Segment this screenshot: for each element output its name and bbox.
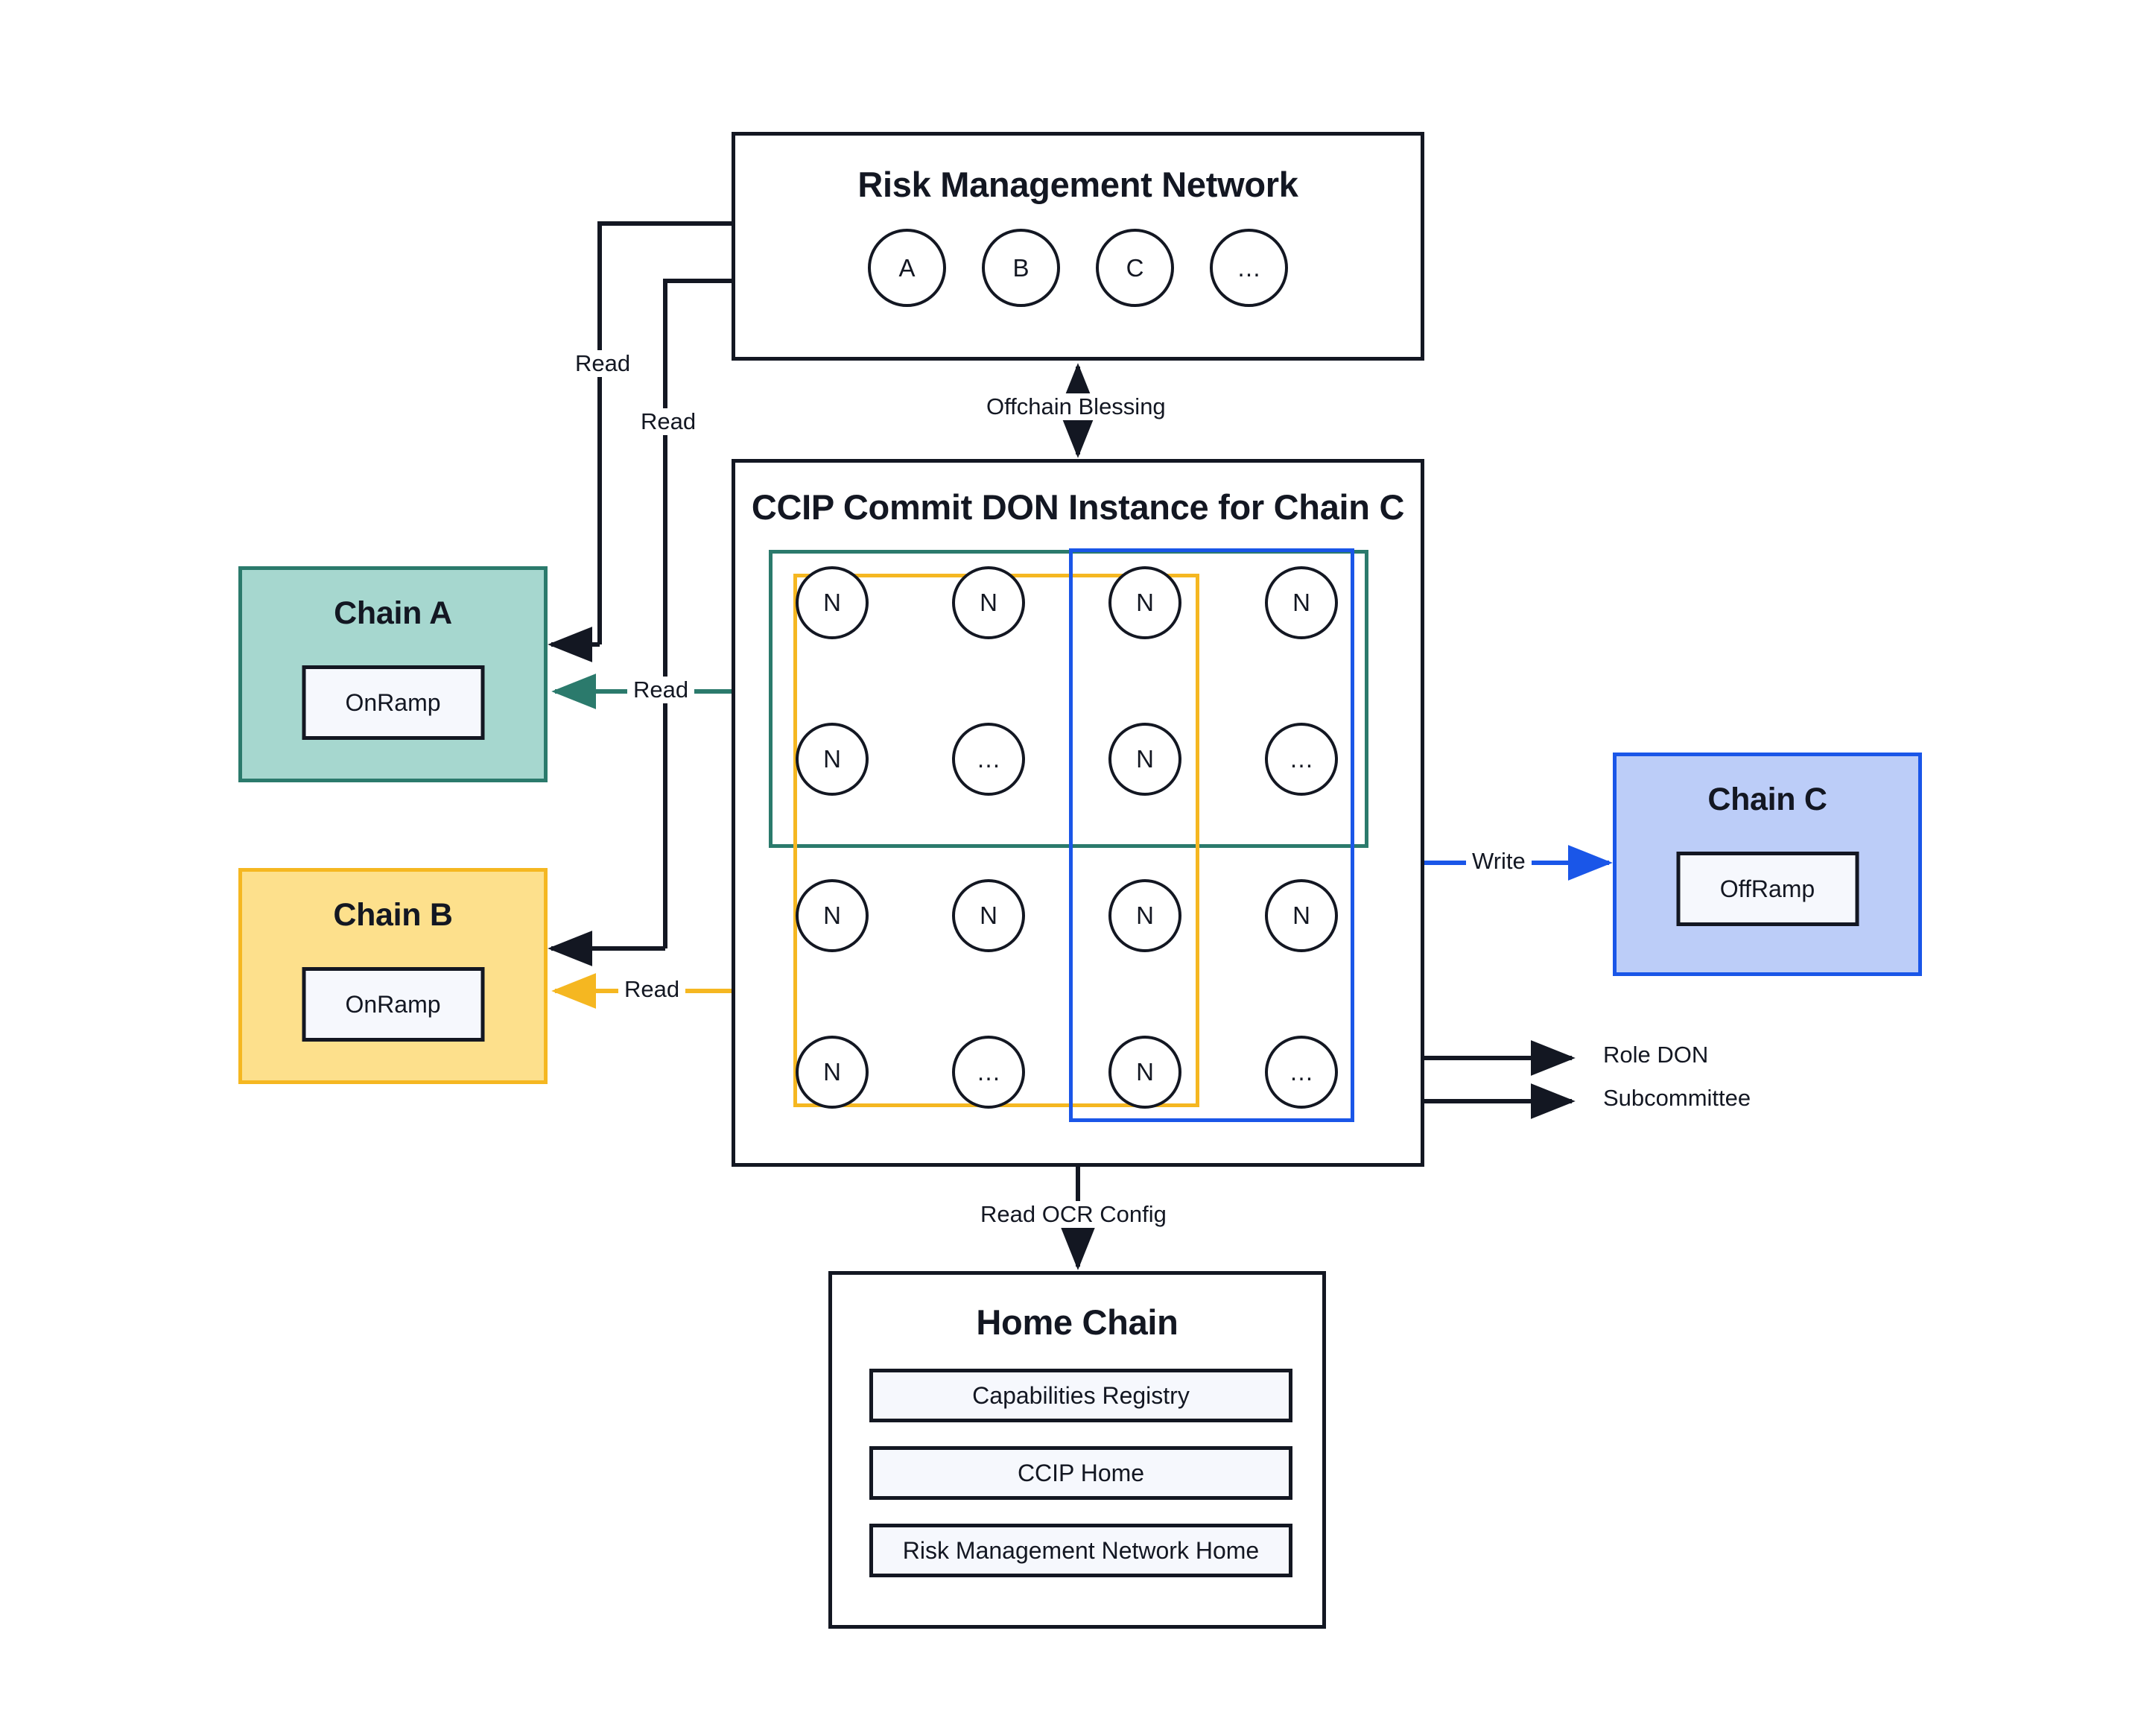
home-chain-contract-rmn-home: Risk Management Network Home: [869, 1524, 1292, 1577]
chain-c-title: Chain C: [1707, 782, 1827, 817]
chain-b-onramp: OnRamp: [302, 967, 484, 1042]
subcommittee-group-blue: [1069, 548, 1354, 1122]
chain-b-box: Chain B OnRamp: [238, 868, 548, 1084]
label-rmn-read-chain-b: Read: [635, 408, 702, 435]
don-node: N: [796, 1036, 869, 1109]
don-node: N: [1108, 879, 1181, 952]
label-rmn-read-chain-a: Read: [569, 350, 637, 377]
don-node: N: [952, 879, 1025, 952]
don-node: N: [796, 723, 869, 796]
don-node: N: [1265, 566, 1338, 639]
label-offchain-blessing: Offchain Blessing: [980, 393, 1172, 420]
don-node: N: [952, 566, 1025, 639]
rmn-node: B: [982, 229, 1060, 307]
don-node: N: [1108, 723, 1181, 796]
don-node: N: [1265, 879, 1338, 952]
legend-subcommittee-label: Subcommittee: [1603, 1085, 1751, 1111]
don-node: …: [1265, 1036, 1338, 1109]
ccip-commit-don-title: CCIP Commit DON Instance for Chain C: [751, 487, 1405, 527]
don-node: N: [1108, 1036, 1181, 1109]
home-chain-box: Home Chain Capabilities Registry CCIP Ho…: [828, 1271, 1326, 1629]
chain-a-box: Chain A OnRamp: [238, 566, 548, 782]
chain-b-title: Chain B: [333, 897, 453, 933]
don-node-grid: N N N N N … N … N N N N N … N …: [796, 566, 1362, 1109]
wire-rmn-read-chain-b: [663, 279, 732, 948]
don-node: N: [796, 879, 869, 952]
chain-a-onramp: OnRamp: [302, 665, 484, 740]
rmn-node: A: [868, 229, 946, 307]
home-chain-title: Home Chain: [976, 1302, 1178, 1342]
label-don-read-chain-b: Read: [618, 976, 686, 1003]
label-don-read-chain-a: Read: [627, 677, 695, 703]
risk-management-network-title: Risk Management Network: [857, 165, 1298, 204]
label-don-write-chain-c: Write: [1466, 848, 1532, 875]
chain-c-offramp: OffRamp: [1676, 852, 1859, 926]
chain-c-box: Chain C OffRamp: [1613, 753, 1922, 976]
don-node: …: [952, 1036, 1025, 1109]
don-node: N: [796, 566, 869, 639]
label-read-ocr-config: Read OCR Config: [974, 1201, 1173, 1228]
rmn-node-row: A B C …: [735, 229, 1421, 307]
don-node: …: [1265, 723, 1338, 796]
risk-management-network-box: Risk Management Network A B C …: [732, 132, 1424, 361]
role-don-group-teal: [769, 550, 1368, 848]
legend-role-don-label: Role DON: [1603, 1042, 1709, 1068]
home-chain-contract-ccip-home: CCIP Home: [869, 1446, 1292, 1500]
chain-a-title: Chain A: [334, 595, 452, 631]
rmn-node: …: [1210, 229, 1288, 307]
don-node: N: [1108, 566, 1181, 639]
home-chain-contract-capabilities-registry: Capabilities Registry: [869, 1369, 1292, 1422]
don-node: …: [952, 723, 1025, 796]
rmn-node: C: [1096, 229, 1174, 307]
